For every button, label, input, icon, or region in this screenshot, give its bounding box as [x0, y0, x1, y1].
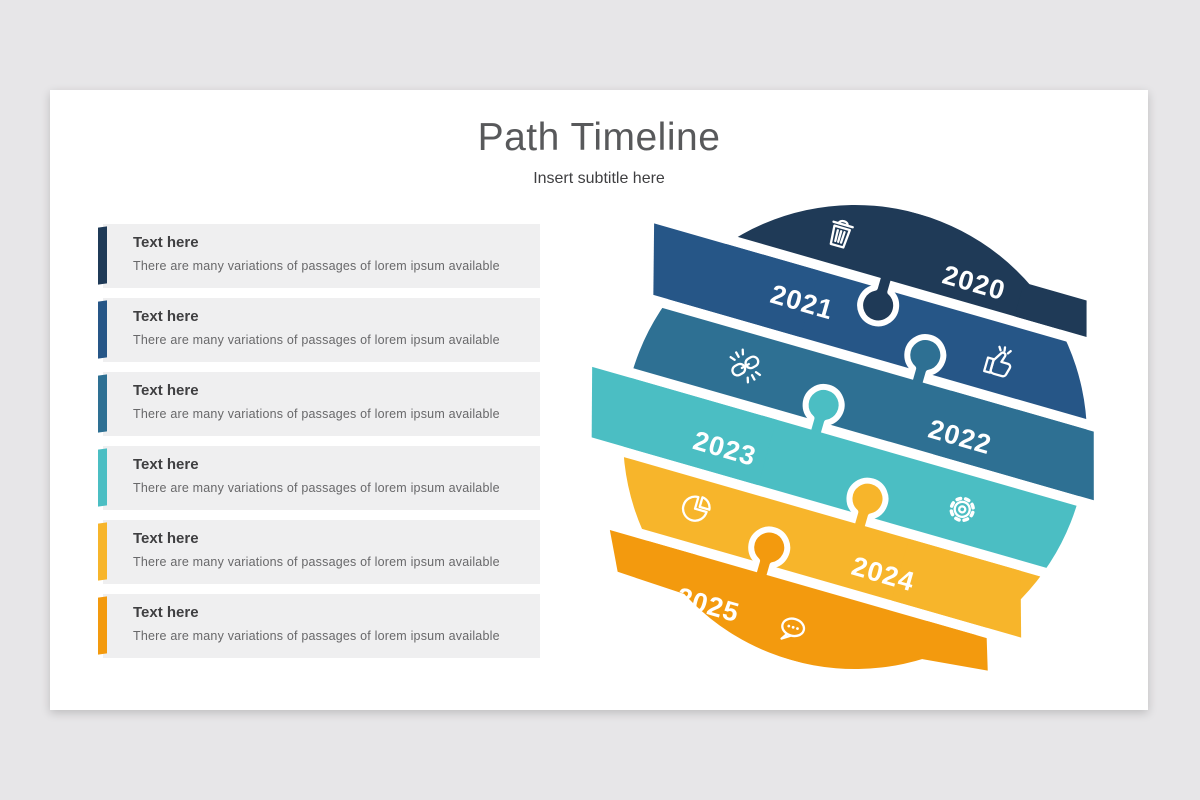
puzzle-knob: [857, 265, 900, 327]
list-item: Text here There are many variations of p…: [98, 594, 540, 658]
list-item-body: There are many variations of passages of…: [133, 407, 500, 421]
pie-chart-icon: [681, 495, 711, 522]
timeline-band-2023: 2023: [591, 366, 1085, 574]
timeline-puzzle-graphic: 2021 2020: [568, 175, 1142, 700]
list-item-heading: Text here: [133, 530, 199, 547]
list-item-heading: Text here: [133, 456, 199, 473]
accent-bar: [98, 374, 107, 433]
list-item-body: There are many variations of passages of…: [133, 481, 500, 495]
puzzle-knob: [904, 334, 947, 395]
puzzle-knob: [846, 477, 889, 539]
accent-bar: [98, 596, 107, 655]
accent-bar: [98, 226, 107, 285]
list-item: Text here There are many variations of p…: [98, 224, 540, 288]
list-item-body: There are many variations of passages of…: [133, 555, 500, 569]
list-item: Text here There are many variations of p…: [98, 372, 540, 436]
list-item-body: There are many variations of passages of…: [133, 629, 500, 643]
accent-bar: [98, 300, 107, 359]
timeline-band-2024: 2024: [583, 450, 1063, 645]
puzzle-knob: [748, 526, 791, 588]
list-item-heading: Text here: [133, 604, 199, 621]
trash-icon: [829, 219, 854, 249]
list-item-body: There are many variations of passages of…: [133, 333, 500, 347]
puzzle-knob: [802, 384, 845, 445]
slide-canvas: Path Timeline Insert subtitle here Text …: [50, 90, 1148, 710]
timeline-band-2021: 2021: [646, 223, 1128, 426]
page-subtitle: Insert subtitle here: [533, 170, 665, 187]
text-item-list: Text here There are many variations of p…: [98, 224, 540, 668]
speech-bubble-icon: [780, 617, 806, 640]
gear-icon: [949, 496, 975, 523]
accent-bar: [98, 448, 107, 507]
list-item: Text here There are many variations of p…: [98, 298, 540, 362]
list-item-heading: Text here: [133, 234, 199, 251]
thumbs-up-icon: [983, 345, 1012, 378]
list-item: Text here There are many variations of p…: [98, 446, 540, 510]
list-item-body: There are many variations of passages of…: [133, 259, 500, 273]
page-title: Path Timeline: [477, 116, 721, 159]
timeline-band-2022: 2022: [625, 302, 1106, 501]
list-item-heading: Text here: [133, 382, 199, 399]
list-item: Text here There are many variations of p…: [98, 520, 540, 584]
list-item-heading: Text here: [133, 308, 199, 325]
link-icon: [729, 348, 762, 384]
accent-bar: [98, 522, 107, 581]
